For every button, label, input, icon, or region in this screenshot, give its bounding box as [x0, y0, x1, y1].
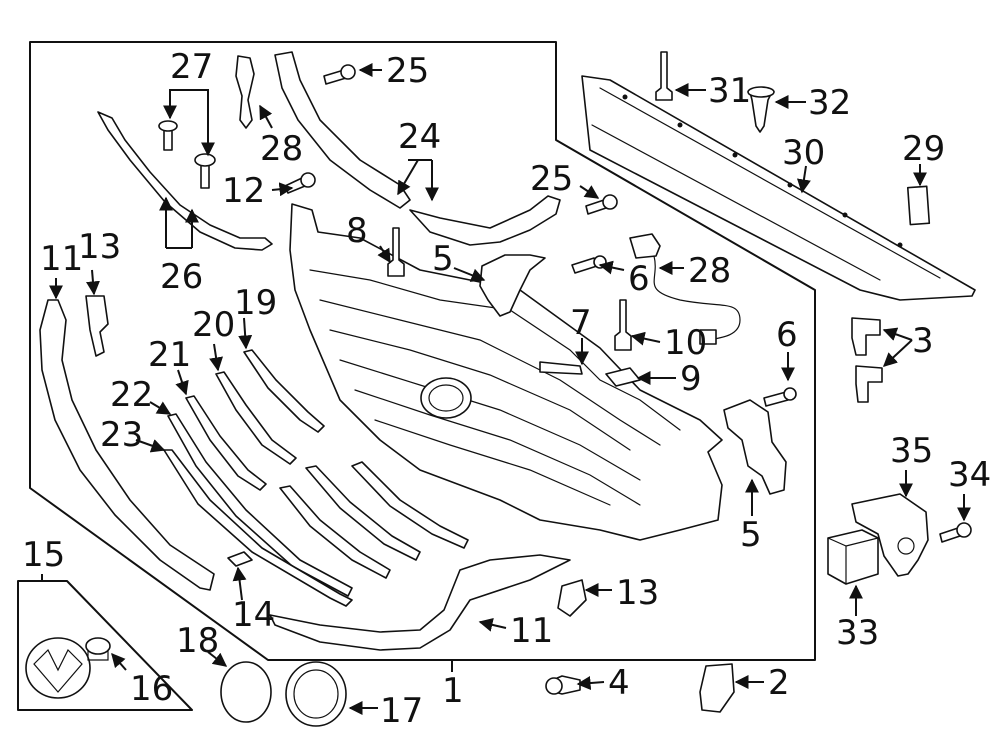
clip-14 [227, 551, 253, 567]
bolt-8 [387, 227, 405, 277]
callout-25-middle: 25 [530, 159, 573, 199]
callout-31: 31 [708, 71, 751, 111]
callout-18: 18 [176, 621, 219, 661]
emblem-15 [25, 637, 91, 699]
callout-17: 17 [380, 691, 423, 731]
bolt-10 [614, 299, 632, 351]
clip-13-right [557, 579, 587, 617]
emblem-base-17 [285, 661, 347, 727]
callout-20: 20 [192, 305, 235, 345]
callout-13-right: 13 [616, 573, 659, 613]
sensor-33 [827, 529, 879, 585]
callout-19: 19 [234, 283, 277, 323]
molding-24 [274, 51, 561, 246]
clip-7 [539, 361, 583, 375]
callout-12: 12 [222, 171, 265, 211]
grille-1 [289, 203, 723, 541]
leader-lines [41, 63, 971, 715]
callout-2: 2 [768, 663, 790, 703]
grommet-16 [85, 637, 111, 661]
bolt-4 [545, 675, 581, 695]
callout-9: 9 [680, 359, 702, 399]
callout-5-top: 5 [432, 239, 454, 279]
callout-labels: 27 25 28 24 12 26 25 8 5 6 28 31 32 30 2… [22, 47, 991, 731]
callout-23: 23 [100, 415, 143, 455]
callout-13-left: 13 [78, 227, 121, 267]
main-assembly-outline [29, 41, 816, 661]
callout-14: 14 [232, 595, 275, 635]
callout-28-upper: 28 [260, 129, 303, 169]
emblem-box-outline [17, 580, 193, 711]
callout-33: 33 [836, 613, 879, 653]
callout-21: 21 [148, 335, 191, 375]
callout-16: 16 [130, 669, 173, 709]
callout-11-bottom: 11 [510, 611, 553, 651]
callout-7: 7 [570, 303, 592, 343]
bracket-3 [851, 317, 883, 403]
callout-35: 35 [890, 431, 933, 471]
bolt-25-upper [323, 64, 356, 85]
lower-molding-11 [269, 554, 571, 651]
bracket-35 [851, 493, 929, 577]
shield-panel-30 [581, 75, 976, 301]
bolt-27 [158, 120, 216, 189]
clip-13-left [85, 295, 109, 357]
callout-26: 26 [160, 257, 203, 297]
callout-10: 10 [664, 323, 707, 363]
bolt-6-upper [571, 255, 607, 274]
callout-8: 8 [346, 211, 368, 251]
callout-15: 15 [22, 535, 65, 575]
strip-26 [97, 111, 273, 251]
callout-4: 4 [608, 663, 630, 703]
moldings-19-23 [163, 349, 469, 607]
callout-1: 1 [442, 671, 464, 711]
clip-32 [747, 86, 775, 133]
callout-27: 27 [170, 47, 213, 87]
pin-31 [655, 51, 673, 101]
bracket-5-top [479, 254, 546, 317]
callout-22: 22 [110, 375, 153, 415]
bracket-5-right [723, 399, 787, 495]
callout-34: 34 [948, 455, 991, 495]
callout-29: 29 [902, 129, 945, 169]
harness-28-right [629, 233, 741, 345]
callout-11-left: 11 [40, 239, 83, 279]
callout-30: 30 [782, 133, 825, 173]
bolt-34 [939, 522, 972, 543]
callout-5-right: 5 [740, 515, 762, 555]
callout-3: 3 [912, 321, 934, 361]
callout-28-right: 28 [688, 251, 731, 291]
cover-18 [220, 661, 272, 723]
callout-25-upper: 25 [386, 51, 429, 91]
bolt-12 [284, 172, 316, 194]
callout-6-right: 6 [776, 315, 798, 355]
pad-29 [906, 185, 931, 226]
harness-28-upper [235, 55, 255, 129]
callout-32: 32 [808, 83, 851, 123]
bolt-6-right [763, 387, 797, 407]
callout-24: 24 [398, 117, 441, 157]
side-molding-11-left [39, 299, 215, 591]
bolt-25-middle [585, 194, 618, 215]
clip-2 [699, 663, 735, 713]
callout-6-upper: 6 [628, 259, 650, 299]
